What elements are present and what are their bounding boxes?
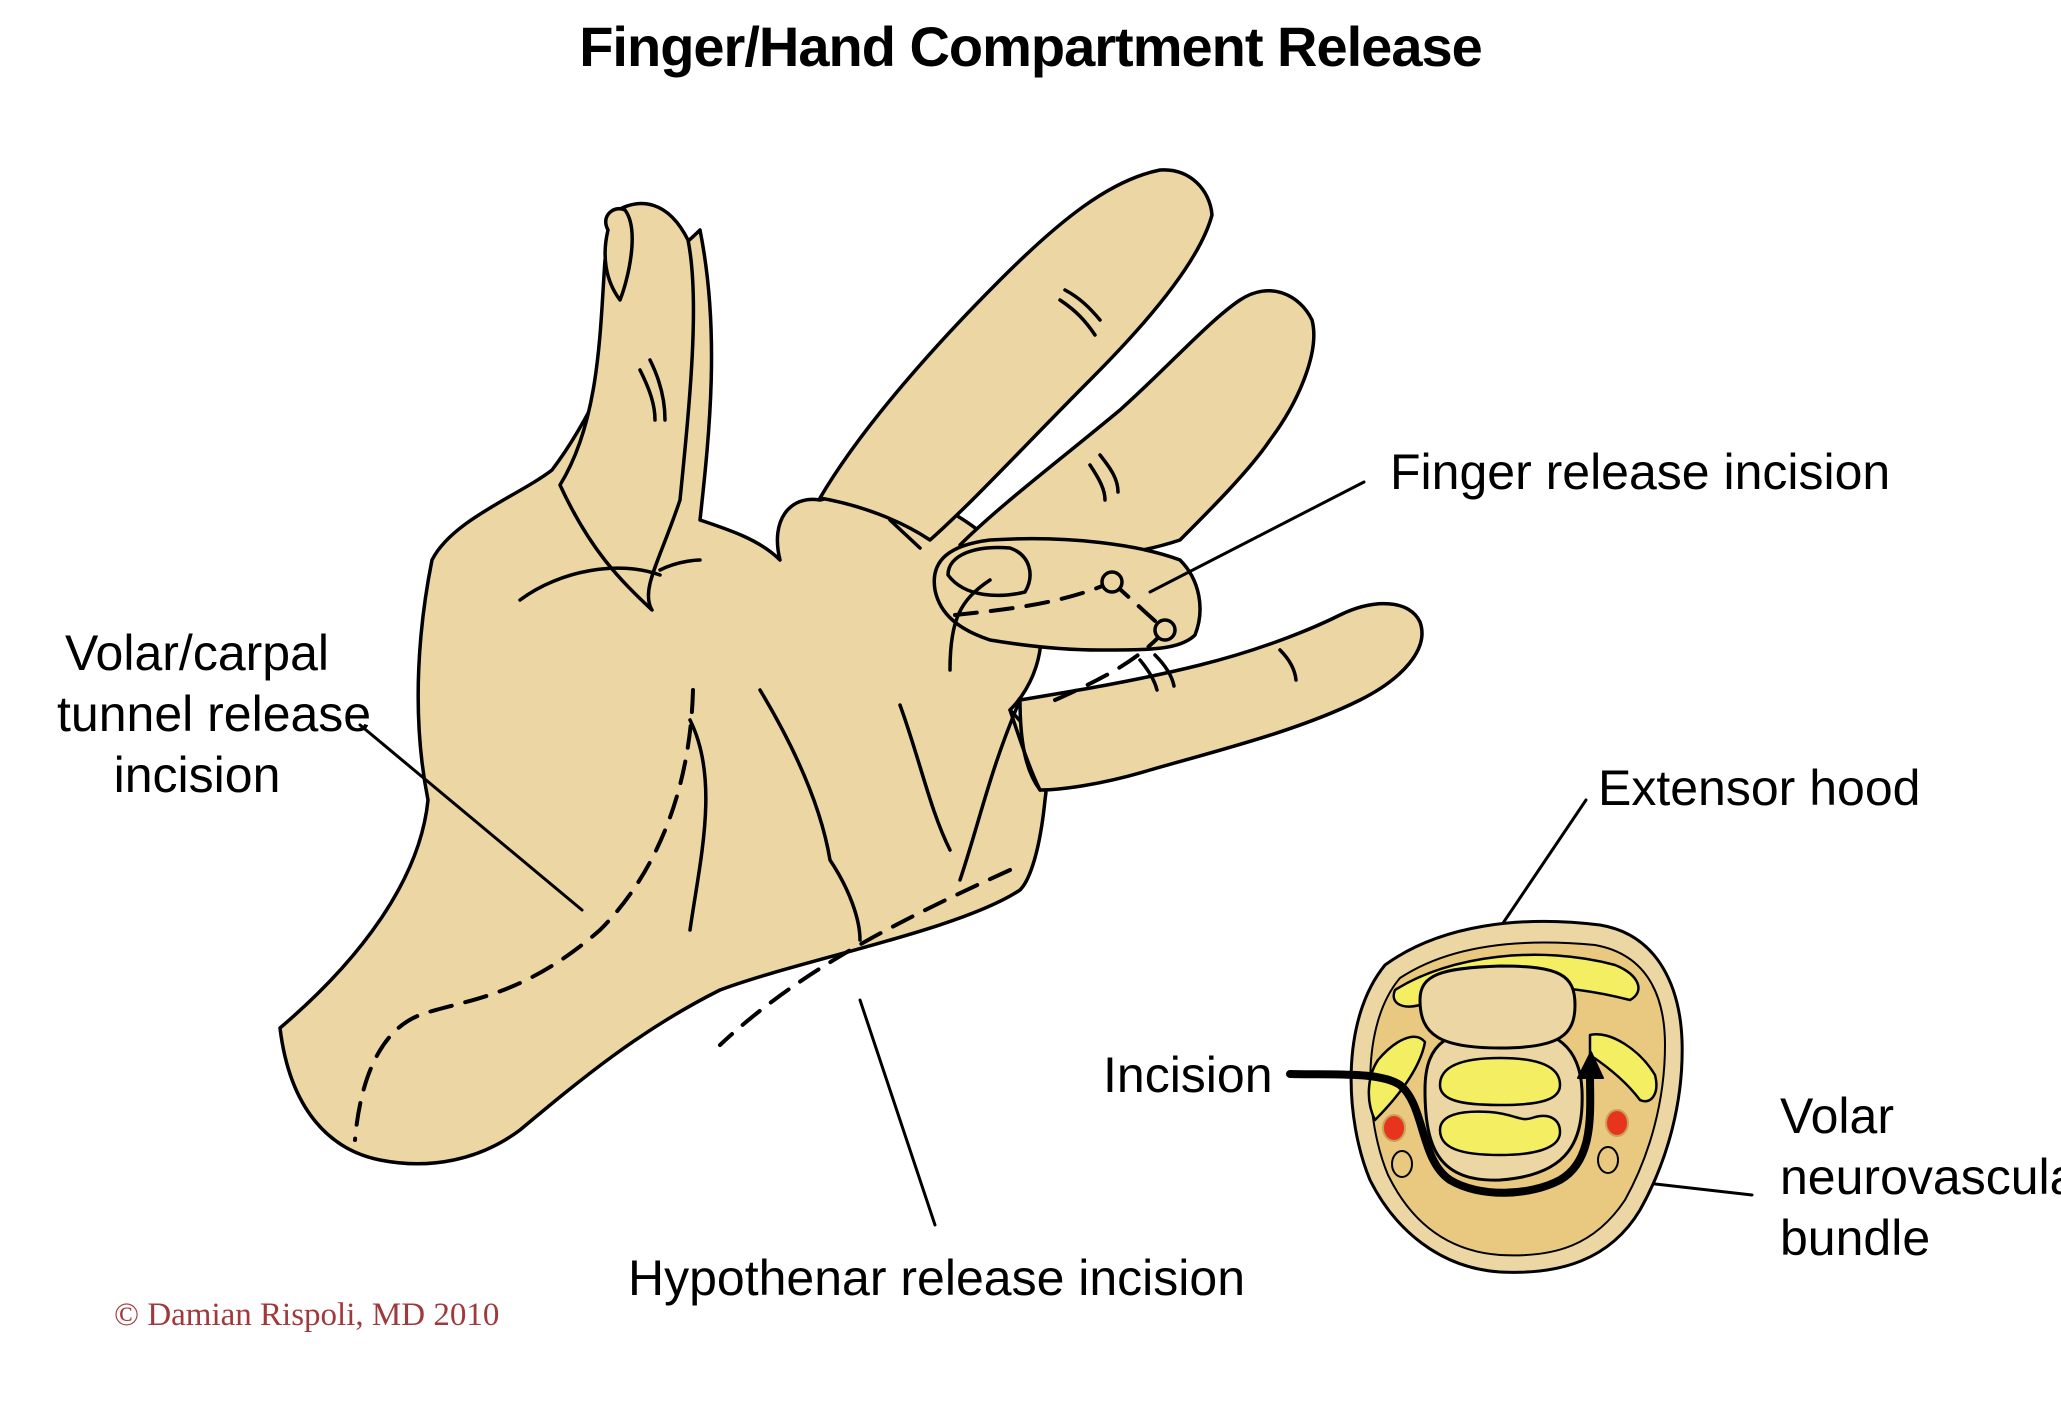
label-finger-release: Finger release incision	[1390, 444, 1891, 500]
leader-hypothenar	[858, 998, 937, 1227]
lateral-band-right	[1588, 1032, 1658, 1103]
finger-incision-dot-lower	[1153, 618, 1177, 642]
label-line: bundle	[1780, 1210, 1931, 1266]
digital-nerve-left	[1391, 1150, 1413, 1178]
finger-incision-link	[1110, 580, 1167, 632]
lateral-band-left	[1367, 1035, 1427, 1122]
label-line: Volar	[1780, 1088, 1894, 1144]
incision-arrowhead	[1577, 1051, 1604, 1079]
label-line: Volar/carpal	[64, 625, 330, 681]
label-hypothenar: Hypothenar release incision	[628, 1250, 1246, 1306]
hand-drawing	[278, 168, 1424, 1166]
incision-lines	[353, 580, 1167, 1142]
finger-incision-dot-upper	[1100, 570, 1124, 594]
phalanx-bone	[1418, 964, 1577, 1050]
digital-artery-left	[1382, 1114, 1406, 1142]
flexor-tendon-lower	[1438, 1110, 1562, 1157]
finger-incision-lower	[1053, 628, 1167, 702]
digital-nerve-right	[1597, 1146, 1619, 1174]
middle-finger	[958, 289, 1316, 560]
page-title: Finger/Hand Compartment Release	[579, 15, 1483, 78]
carpal-tunnel-incision	[353, 688, 695, 1142]
leader-extensor-hood	[1493, 798, 1588, 937]
label-line: tunnel release	[57, 686, 372, 742]
label-volar-nv-bundle: Volar neurovascular bundle	[1780, 1086, 2061, 1269]
incision-arrow	[1286, 1070, 1595, 1197]
label-extensor-hood: Extensor hood	[1598, 760, 1921, 816]
label-volar-carpal: Volar/carpal tunnel release incision	[57, 623, 372, 806]
thumb-nail	[603, 207, 634, 302]
finger-incision-upper	[953, 580, 1114, 617]
index-finger	[818, 168, 1214, 542]
finger-cross-section	[1286, 919, 1684, 1274]
label-line: neurovascular	[1780, 1149, 2061, 1205]
leader-finger-release	[1148, 480, 1366, 594]
label-incision: Incision	[1103, 1047, 1273, 1103]
thumb	[558, 201, 696, 612]
label-line: incision	[113, 747, 281, 803]
ring-fingernail	[946, 545, 1032, 598]
digital-artery-right	[1605, 1109, 1629, 1137]
hypothenar-incision	[718, 868, 1012, 1047]
leader-lines	[358, 480, 1754, 1227]
flexor-tendon-upper	[1438, 1056, 1562, 1107]
copyright-notice: © Damian Rispoli, MD 2010	[114, 1297, 500, 1333]
leader-volar-carpal	[358, 723, 584, 912]
skin-creases	[518, 288, 1298, 942]
little-finger	[1018, 602, 1424, 792]
